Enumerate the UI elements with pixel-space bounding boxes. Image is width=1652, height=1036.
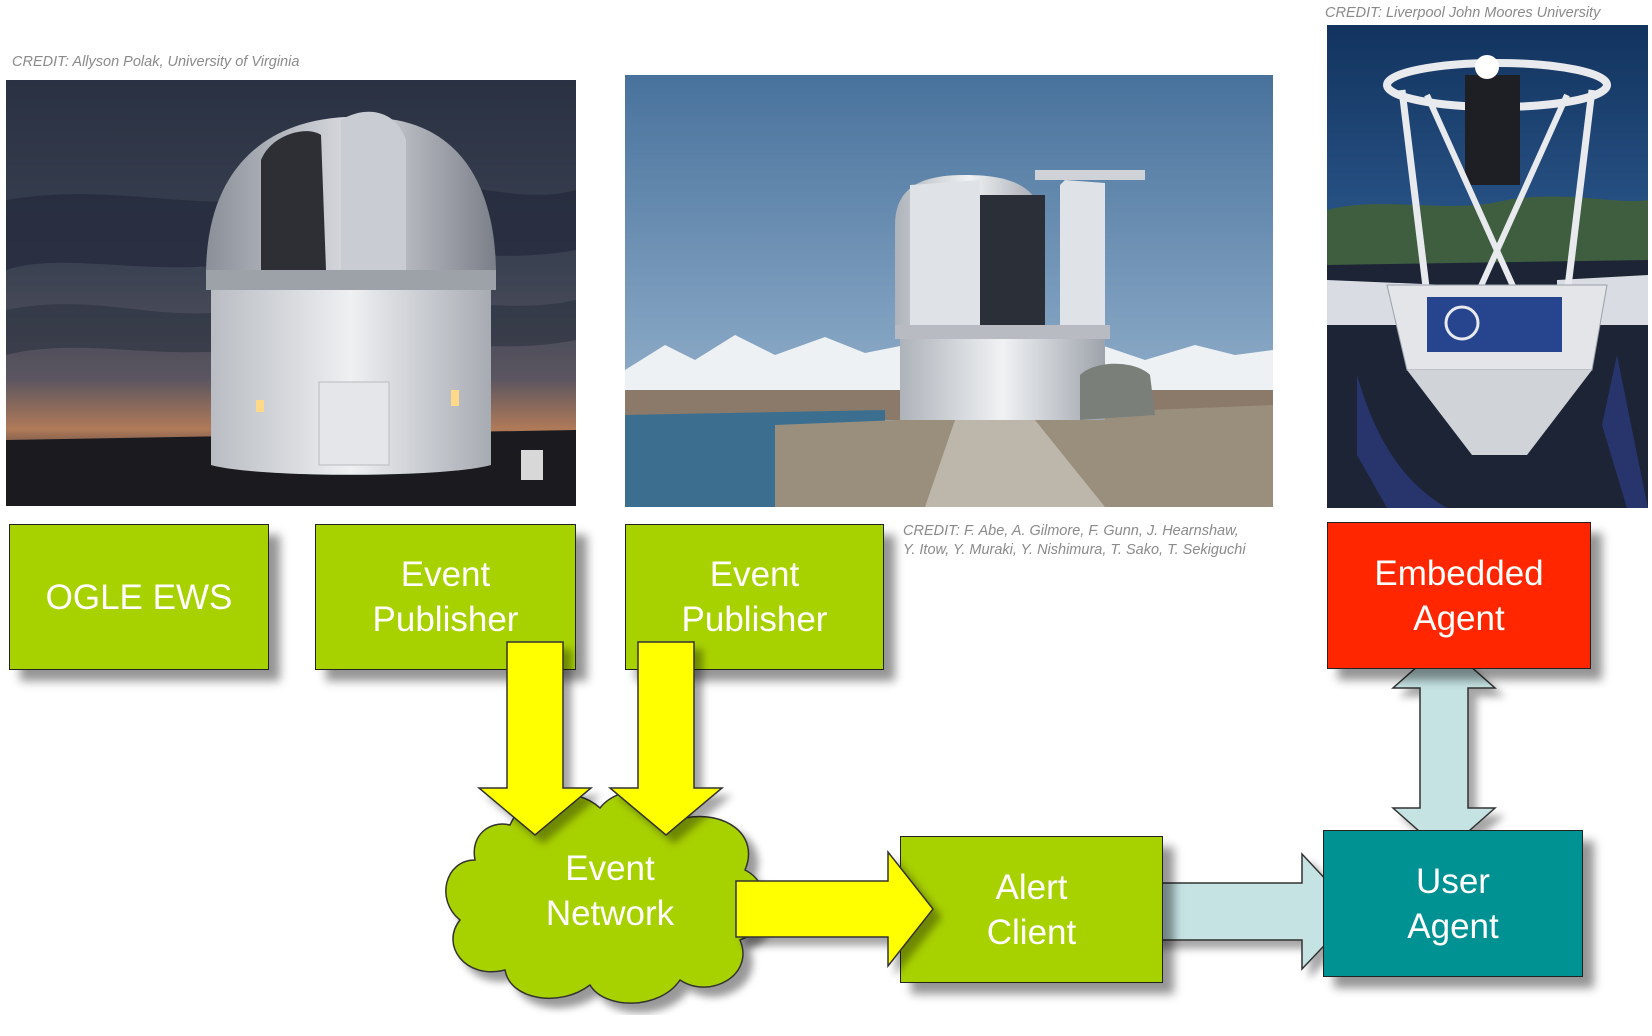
embedded-agent-label: Embedded Agent	[1374, 553, 1544, 638]
event-publisher-label-1: Event Publisher	[372, 555, 519, 639]
ogle-ews-label: OGLE EWS	[45, 577, 233, 617]
credit-middle-line2: Y. Itow, Y. Muraki, Y. Nishimura, T. Sak…	[903, 542, 1246, 558]
ogle-ews-box: OGLE EWS	[9, 524, 269, 670]
observatory-mountains-photo	[625, 75, 1273, 507]
credit-left: CREDIT: Allyson Polak, University of Vir…	[12, 54, 300, 70]
alert-client-box: Alert Client	[900, 836, 1163, 983]
arrow-user-embedded	[1391, 641, 1497, 855]
embedded-agent-box: Embedded Agent	[1327, 522, 1591, 669]
credit-right: CREDIT: Liverpool John Moores University	[1325, 5, 1601, 21]
credit-middle-line1: CREDIT: F. Abe, A. Gilmore, F. Gunn, J. …	[903, 523, 1239, 539]
robotic-telescope-photo	[1327, 25, 1648, 508]
user-agent-box: User Agent	[1323, 830, 1583, 977]
user-agent-label: User Agent	[1407, 861, 1499, 946]
event-publisher-box-1: Event Publisher	[315, 524, 576, 670]
alert-client-label: Alert Client	[986, 867, 1077, 952]
observatory-dusk-photo	[6, 80, 576, 506]
event-publisher-label-2: Event Publisher	[681, 555, 828, 639]
event-publisher-box-2: Event Publisher	[625, 524, 884, 670]
event-network-label: Event Network	[545, 849, 675, 933]
